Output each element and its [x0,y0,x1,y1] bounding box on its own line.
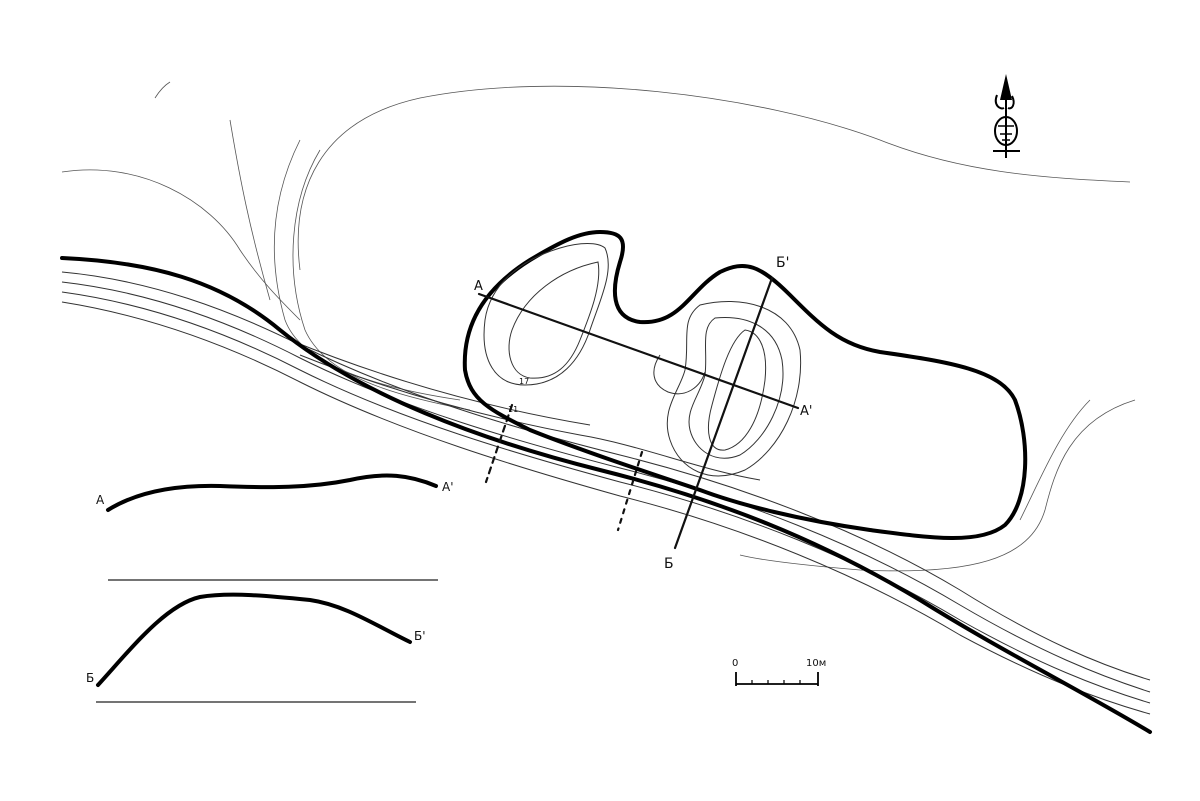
slope-contour-2 [61,281,1151,693]
profile-a-curve [106,473,438,512]
contour-mark-11: 11 [508,405,518,414]
section-line-a [477,292,800,410]
inner-contour-left-2 [508,261,600,379]
dashed-line-2 [616,450,644,532]
profile-b-end-label: Б' [414,629,426,643]
mound-inner-contours [483,243,802,477]
outer-contour-right [739,399,1136,572]
outer-contour-top [297,85,1131,271]
slope-contour-1 [61,271,1151,681]
contour-upper-left-3 [273,139,461,401]
contour-upper-left-5 [154,81,171,99]
scale-end-label: 10м [806,658,826,669]
profile-b: Б Б' [86,592,426,687]
inner-contour-right-2 [688,317,784,459]
outer-contour-right-2 [1019,399,1091,521]
section-b-start-label: Б [664,556,674,572]
section-b-end-label: Б' [776,255,789,271]
slope-contour-3 [61,291,1151,704]
profile-a-start-label: A [96,493,105,507]
profile-b-curve [96,592,412,687]
contour-upper-left-2 [229,119,271,301]
main-edge-line [60,256,1152,734]
contour-mark-17: 17 [519,377,529,386]
north-arrow-icon [993,74,1020,158]
inner-contour-left-1 [483,243,609,386]
inner-contour-right-3 [707,329,767,451]
inner-contour-saddle [653,354,706,395]
slope-contour-upper-2 [289,339,591,426]
terrain-contours [61,81,1136,572]
contour-upper-left-4 [292,149,471,411]
section-line-b [673,276,774,550]
scale-start-label: 0 [732,658,738,669]
inner-contour-right-1 [666,300,802,477]
section-a-end-label: A' [800,404,812,419]
scale-bar: 0 10м [732,658,826,686]
slope-contour-upper-1 [299,354,761,481]
profile-a-end-label: A' [442,480,454,494]
slope-contours [61,271,1151,715]
contour-upper-left-1 [61,169,301,321]
profile-b-start-label: Б [86,671,94,685]
section-a-start-label: A [474,279,483,294]
slope-contour-4 [61,301,1151,715]
profile-a: A A' [96,473,454,512]
mound-outline [462,230,1028,540]
